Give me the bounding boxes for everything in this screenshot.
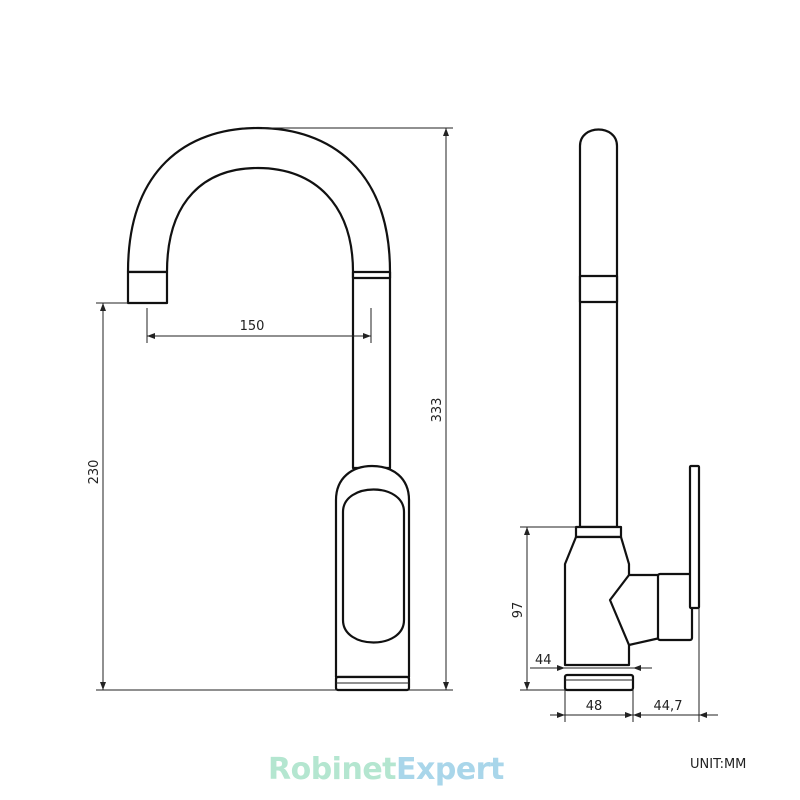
dim-label-spout-height: 230 [87, 460, 102, 485]
aerator-tip [126, 270, 169, 305]
dim-label-total-height: 333 [430, 398, 445, 423]
dim-total-height: 333 [262, 127, 453, 691]
side-collar [574, 525, 623, 539]
dim-handle-depth: 44,7 [633, 608, 718, 722]
brand-logo: RobinetExpert [268, 752, 504, 787]
side-spout-tube [578, 128, 619, 529]
brand-logo-part2: Expert [396, 752, 504, 787]
side-spout-ring [578, 274, 619, 304]
side-base [563, 673, 635, 692]
unit-label: UNIT:MM [690, 757, 747, 772]
dim-spout-height: 230 [87, 302, 336, 691]
dim-label-handle-depth: 44,7 [654, 699, 683, 714]
dim-label-base-height: 44 [535, 653, 552, 668]
dim-base-height: 44 [530, 653, 652, 671]
dim-reach: 150 [146, 308, 372, 343]
spout-arc [126, 126, 392, 470]
side-body [563, 535, 631, 667]
side-handle-connector [608, 573, 662, 647]
dim-body-width: 48 [550, 690, 634, 722]
dim-label-body-height: 97 [511, 602, 526, 619]
lever-handle [341, 488, 406, 644]
side-lever-plate [688, 464, 701, 610]
side-view [563, 128, 701, 692]
dim-label-reach: 150 [240, 319, 265, 334]
dim-label-body-width: 48 [586, 699, 603, 714]
side-handle-block [656, 572, 694, 642]
brand-logo-part1: Robinet [268, 752, 397, 787]
front-view [126, 126, 411, 692]
dim-body-height: 97 [511, 526, 576, 691]
riser-ring [351, 270, 392, 280]
